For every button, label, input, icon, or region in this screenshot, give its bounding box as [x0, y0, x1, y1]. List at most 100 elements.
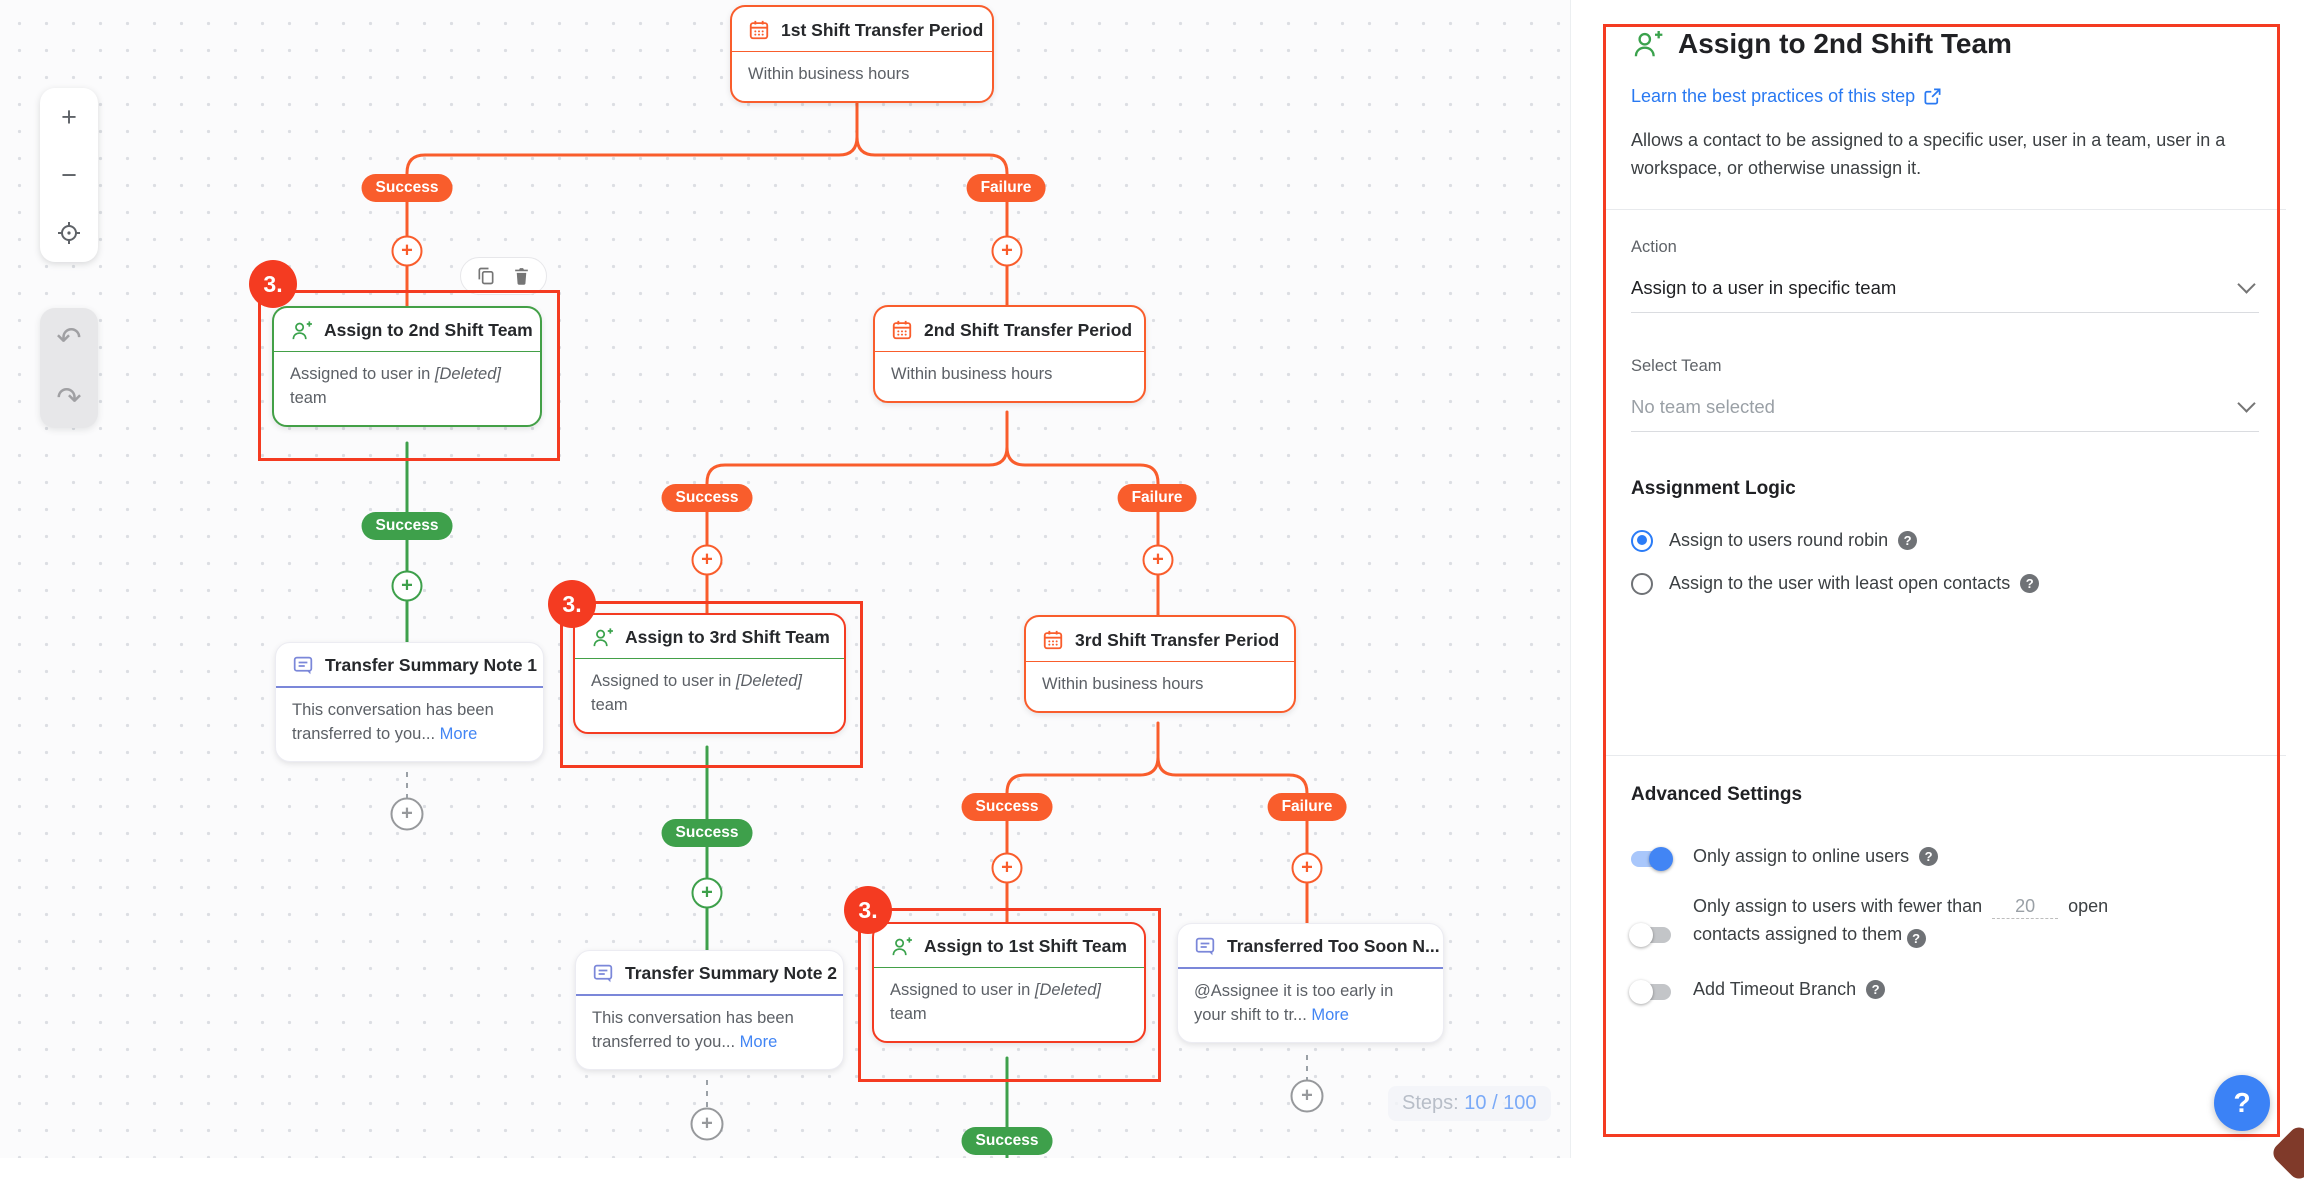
add-step-button[interactable]	[991, 852, 1023, 884]
zoom-out-button[interactable]: −	[40, 146, 98, 204]
redo-icon: ↷	[56, 381, 82, 415]
node-title: Transfer Summary Note 2	[625, 963, 838, 983]
node-body: Assigned to user in [Deleted] team	[575, 658, 844, 732]
node-body: Assigned to user in [Deleted] team	[874, 967, 1144, 1041]
copy-step-button[interactable]	[476, 266, 496, 286]
help-fab-button[interactable]	[2214, 1075, 2270, 1131]
toggle-row-timeout-branch: Add Timeout Branch	[1629, 979, 2259, 1004]
help-icon[interactable]	[2020, 574, 2040, 594]
branch-badge-failure: Failure	[966, 174, 1046, 202]
node-title: Transfer Summary Note 1	[325, 655, 538, 675]
select-team-label: Select Team	[1631, 356, 1722, 375]
node-title: 2nd Shift Transfer Period	[924, 319, 1133, 340]
center-view-button[interactable]	[40, 204, 98, 262]
branch-badge-failure: Failure	[1117, 484, 1197, 512]
calendar-icon	[1042, 629, 1064, 651]
callout-number-badge: 3.	[548, 580, 596, 628]
comment-note-icon	[592, 963, 614, 984]
help-icon[interactable]	[1866, 979, 1886, 999]
help-icon[interactable]	[1906, 928, 1926, 948]
node-action-toolbar	[460, 257, 547, 295]
add-step-button[interactable]	[691, 877, 723, 909]
radio-unselected-icon[interactable]	[1631, 572, 1653, 595]
branch-badge-success: Success	[961, 1127, 1053, 1155]
more-link[interactable]: More	[1311, 1005, 1349, 1024]
add-step-button[interactable]	[991, 235, 1023, 267]
add-step-button[interactable]	[1142, 544, 1174, 576]
help-icon[interactable]	[1898, 531, 1918, 551]
node-title: Assign to 3rd Shift Team	[625, 627, 830, 647]
node-transferred-too-soon-note[interactable]: Transferred Too Soon N... @Assignee it i…	[1177, 923, 1444, 1043]
node-body: This conversation has been transferred t…	[576, 994, 843, 1069]
node-title: 3rd Shift Transfer Period	[1075, 629, 1280, 650]
add-step-placeholder-button[interactable]	[1290, 1079, 1324, 1113]
comment-note-icon	[292, 655, 314, 676]
undo-button[interactable]: ↶	[40, 308, 98, 368]
branch-badge-success: Success	[961, 793, 1053, 821]
branch-badge-success: Success	[661, 484, 753, 512]
workflow-canvas[interactable]: + − ↶ ↷ Success Failure Success Success …	[0, 0, 1570, 1158]
add-step-placeholder-button[interactable]	[390, 797, 424, 831]
node-assign-to-2nd-shift-team[interactable]: Assign to 2nd Shift Team Assigned to use…	[272, 306, 542, 427]
user-plus-icon	[890, 936, 913, 957]
node-title: Assign to 1st Shift Team	[924, 936, 1127, 956]
delete-step-button[interactable]	[512, 266, 531, 286]
fewer-contacts-toggle[interactable]	[1629, 922, 1671, 947]
node-3rd-shift-transfer-period[interactable]: 3rd Shift Transfer Period Within busines…	[1024, 615, 1296, 713]
more-link[interactable]: More	[739, 1032, 778, 1051]
minus-icon: −	[61, 159, 77, 190]
toggle-row-online-users: Only assign to online users	[1631, 846, 2259, 871]
radio-least-open-contacts[interactable]: Assign to the user with least open conta…	[1631, 572, 2259, 595]
fewer-than-input[interactable]	[1992, 894, 2059, 919]
add-step-placeholder-button[interactable]	[690, 1107, 724, 1141]
zoom-in-button[interactable]: +	[40, 88, 98, 146]
trash-icon	[515, 268, 528, 285]
canvas-zoom-toolbar: + −	[40, 88, 98, 262]
node-transfer-summary-note-1[interactable]: Transfer Summary Note 1 This conversatio…	[275, 642, 544, 762]
add-step-button[interactable]	[391, 570, 423, 602]
branch-badge-success: Success	[661, 819, 753, 847]
plus-icon: +	[61, 101, 77, 132]
comment-note-icon	[1194, 936, 1216, 957]
advanced-settings-heading: Advanced Settings	[1631, 783, 1803, 805]
node-assign-to-1st-shift-team[interactable]: Assign to 1st Shift Team Assigned to use…	[872, 922, 1146, 1043]
undo-redo-toolbar: ↶ ↷	[40, 308, 98, 428]
user-plus-icon	[591, 627, 614, 648]
node-1st-shift-transfer-period[interactable]: 1st Shift Transfer Period Within busines…	[730, 5, 994, 103]
add-step-button[interactable]	[1291, 852, 1323, 884]
center-target-icon	[58, 222, 80, 244]
branch-badge-success: Success	[361, 512, 453, 540]
radio-round-robin[interactable]: Assign to users round robin	[1631, 529, 2259, 552]
node-assign-to-3rd-shift-team[interactable]: Assign to 3rd Shift Team Assigned to use…	[573, 613, 846, 734]
timeout-branch-toggle[interactable]	[1629, 979, 1671, 1004]
online-users-toggle[interactable]	[1631, 846, 1673, 871]
node-transfer-summary-note-2[interactable]: Transfer Summary Note 2 This conversatio…	[575, 950, 844, 1070]
divider	[1604, 208, 2286, 210]
radio-selected-icon[interactable]	[1631, 529, 1653, 552]
add-step-button[interactable]	[391, 235, 423, 267]
step-description: Allows a contact to be assigned to a spe…	[1631, 130, 2226, 178]
node-body: Within business hours	[1026, 661, 1294, 711]
callout-number-badge: 3.	[249, 260, 297, 308]
node-title: Transferred Too Soon N...	[1227, 936, 1440, 956]
best-practices-link[interactable]: Learn the best practices of this step	[1631, 86, 1942, 107]
action-select[interactable]: Assign to a user in specific team	[1631, 275, 2259, 313]
user-plus-icon	[1631, 29, 1664, 59]
calendar-icon	[748, 19, 770, 41]
toggle-row-fewer-contacts: Only assign to users with fewer thanopen…	[1629, 893, 2259, 949]
node-2nd-shift-transfer-period[interactable]: 2nd Shift Transfer Period Within busines…	[873, 305, 1146, 403]
branch-badge-success: Success	[361, 174, 453, 202]
add-step-button[interactable]	[691, 544, 723, 576]
team-select[interactable]: No team selected	[1631, 394, 2259, 432]
redo-button[interactable]: ↷	[40, 368, 98, 428]
assignment-logic-heading: Assignment Logic	[1631, 477, 1796, 499]
branch-badge-failure: Failure	[1267, 793, 1347, 821]
undo-icon: ↶	[56, 321, 82, 355]
copy-icon	[478, 267, 494, 285]
step-settings-panel: Assign to 2nd Shift Team Learn the best …	[1570, 0, 2304, 1158]
node-body: Within business hours	[732, 51, 992, 101]
help-icon[interactable]	[1919, 846, 1939, 866]
chevron-down-icon	[2237, 275, 2256, 294]
more-link[interactable]: More	[439, 724, 478, 743]
calendar-icon	[891, 319, 913, 341]
